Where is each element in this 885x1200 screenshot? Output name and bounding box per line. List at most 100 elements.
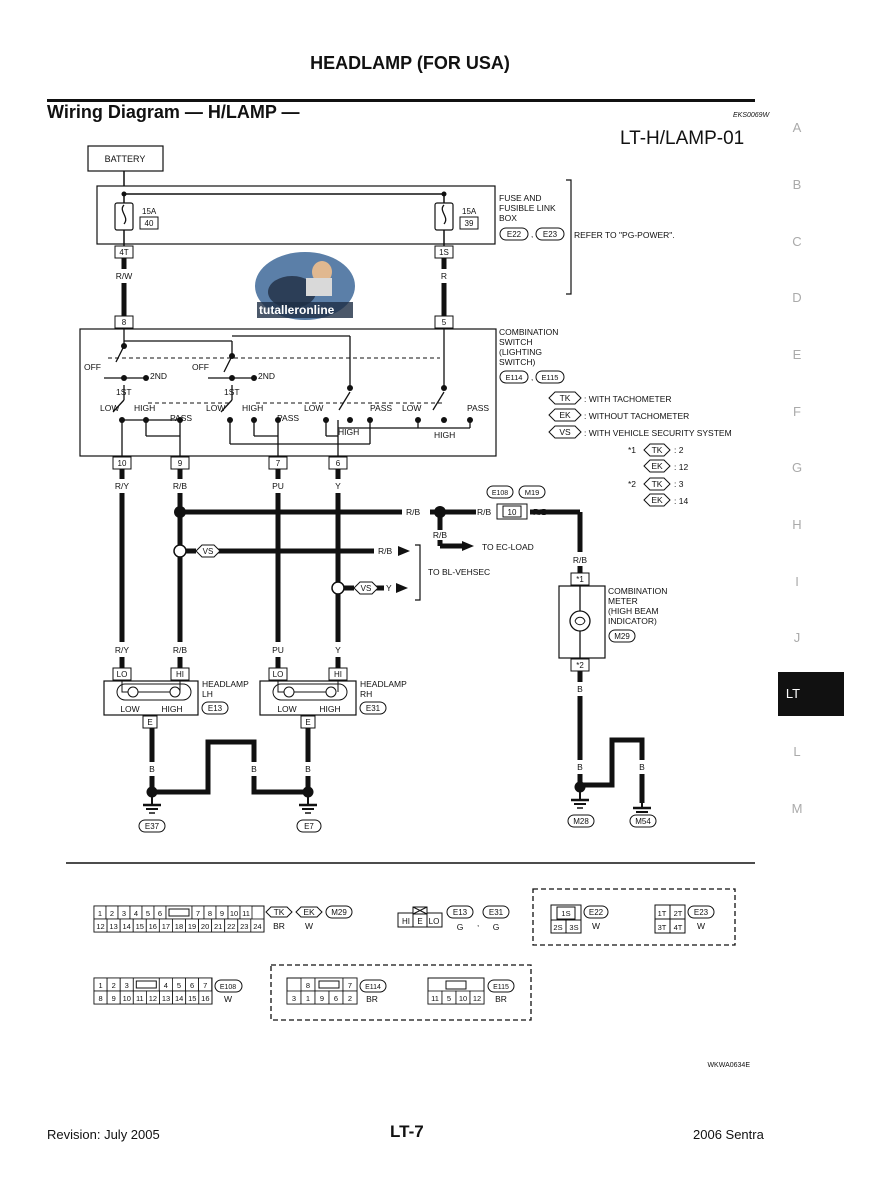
- wire-rb-lamp: R/B: [173, 645, 188, 655]
- note-value-2: : 12: [674, 462, 688, 472]
- m29-pin: 14: [123, 922, 131, 931]
- rh-hi-pin: HI: [334, 670, 342, 679]
- connector-view-e23: 1T 2T 3T 4T E23 W: [654, 904, 715, 934]
- index-item-b[interactable]: B: [792, 177, 802, 192]
- index-item-f[interactable]: F: [793, 404, 801, 419]
- to-bl-vehsec: TO BL-VEHSEC: [428, 567, 490, 577]
- switch-pin-9: 9: [178, 459, 183, 468]
- wire-rb-4: R/B: [533, 507, 548, 517]
- high-beam-indicator-icon: [569, 610, 591, 632]
- e108-pin: 15: [188, 994, 196, 1003]
- fuse-box-label-1: FUSE AND: [499, 193, 542, 203]
- ground-e37: E37: [145, 822, 160, 831]
- e23-pin-2t: 2T: [674, 909, 683, 918]
- connector-e114: E114: [506, 373, 523, 382]
- watermark: tutalleronline: [255, 252, 355, 320]
- connector-m19: M19: [525, 488, 540, 497]
- e108-pin: 2: [112, 981, 116, 990]
- diagram-code: WKWA0634E: [707, 1062, 750, 1069]
- switch-high-2: HIGH: [242, 403, 263, 413]
- note-value-3: : 3: [674, 479, 684, 489]
- connector-view-e22: 1S 2S 3S E22 W: [550, 904, 609, 934]
- e114-pin: 8: [306, 981, 310, 990]
- meter-label-1: COMBINATION: [608, 586, 667, 596]
- switch-pass-2: PASS: [277, 413, 299, 423]
- title-rule: [47, 99, 755, 102]
- e108-pin: 1: [98, 981, 102, 990]
- vs-tag-1: VS: [203, 547, 214, 556]
- e22-pin-1s: 1S: [561, 909, 570, 918]
- fuse-box: [96, 185, 496, 245]
- index-item-j[interactable]: J: [793, 630, 801, 645]
- m29-pin: 16: [149, 922, 157, 931]
- m29-pin: 8: [208, 909, 212, 918]
- headlamp-view-g2: G: [493, 922, 500, 932]
- model-text: 2006 Sentra: [693, 1127, 764, 1142]
- svg-text:,: ,: [477, 919, 479, 928]
- note-mark-1: *1: [628, 445, 636, 455]
- index-item-c[interactable]: C: [792, 234, 802, 249]
- headlamp-pin-hi: HI: [402, 917, 410, 926]
- wire-rb-5: R/B: [378, 546, 393, 556]
- wire-b-lh: B: [149, 764, 155, 774]
- combination-switch-box: [79, 328, 497, 457]
- lh-lo-pin: LO: [117, 670, 128, 679]
- e108-pin: 8: [98, 994, 102, 1003]
- e108-color: W: [224, 994, 232, 1004]
- wire-ry-label: R/Y: [115, 481, 130, 491]
- connector-e31: E31: [366, 704, 381, 713]
- note-mark-3: *2: [628, 479, 636, 489]
- connector-view-headlamp: HI E LO E13 G , E31 G: [397, 905, 510, 932]
- note-code-2: EK: [651, 461, 663, 471]
- switch-2nd-1: 2ND: [150, 371, 167, 381]
- index-item-e[interactable]: E: [792, 347, 802, 362]
- e108-key: [135, 980, 157, 989]
- index-item-d[interactable]: D: [792, 290, 802, 305]
- m29-pin: 15: [136, 922, 144, 931]
- m29-color-br: BR: [273, 921, 285, 931]
- sheet-id: LT-H/LAMP-01: [620, 128, 745, 149]
- e108-label: E108: [220, 984, 236, 991]
- note-value-1: : 2: [674, 445, 684, 455]
- index-item-m[interactable]: M: [791, 801, 803, 816]
- legend-text-ek: : WITHOUT TACHOMETER: [584, 411, 689, 421]
- svg-text:,: ,: [531, 230, 533, 239]
- legend-text-tk: : WITH TACHOMETER: [584, 394, 672, 404]
- switch-1st-2: 1ST: [224, 387, 240, 397]
- index-item-a[interactable]: A: [792, 120, 802, 135]
- e23-pin-3t: 3T: [658, 923, 667, 932]
- switch-off-1: OFF: [84, 362, 101, 372]
- m29-pin: 11: [242, 909, 250, 918]
- e114-pin: 2: [348, 994, 352, 1003]
- lh-label-1: HEADLAMP: [202, 679, 249, 689]
- wire-b-mid-1: B: [205, 764, 211, 774]
- index-item-g[interactable]: G: [791, 460, 803, 475]
- e22-pin-2s: 2S: [553, 923, 562, 932]
- m29-cell: [250, 918, 265, 933]
- e108-pin: 16: [201, 994, 209, 1003]
- wire-b-mid-2: B: [251, 764, 257, 774]
- wire-rb-1: R/B: [406, 507, 421, 517]
- index-item-i[interactable]: I: [795, 574, 799, 589]
- switch-terminal-8: 8: [122, 318, 127, 327]
- connector-e108: E108: [492, 490, 508, 497]
- rh-e-pin: E: [305, 718, 310, 727]
- terminal-1s: 1S: [439, 248, 449, 257]
- m29-pin: 4: [134, 909, 138, 918]
- m29-pin: 24: [253, 922, 261, 931]
- wire-rb-2: R/B: [433, 530, 448, 540]
- e115-pin: 5: [447, 994, 451, 1003]
- rh-lo-pin: LO: [273, 670, 284, 679]
- wire-y-lamp: Y: [335, 645, 341, 655]
- index-item-active[interactable]: LT: [778, 672, 844, 716]
- switch-pin-10: 10: [118, 459, 127, 468]
- m29-pin: 22: [227, 922, 235, 931]
- e114-pin: 3: [292, 994, 296, 1003]
- index-item-h[interactable]: H: [792, 517, 802, 532]
- e114-label: E114: [365, 984, 381, 991]
- legend-code-ek: EK: [559, 410, 571, 420]
- m29-pin: 2: [110, 909, 114, 918]
- index-item-l[interactable]: L: [793, 744, 801, 759]
